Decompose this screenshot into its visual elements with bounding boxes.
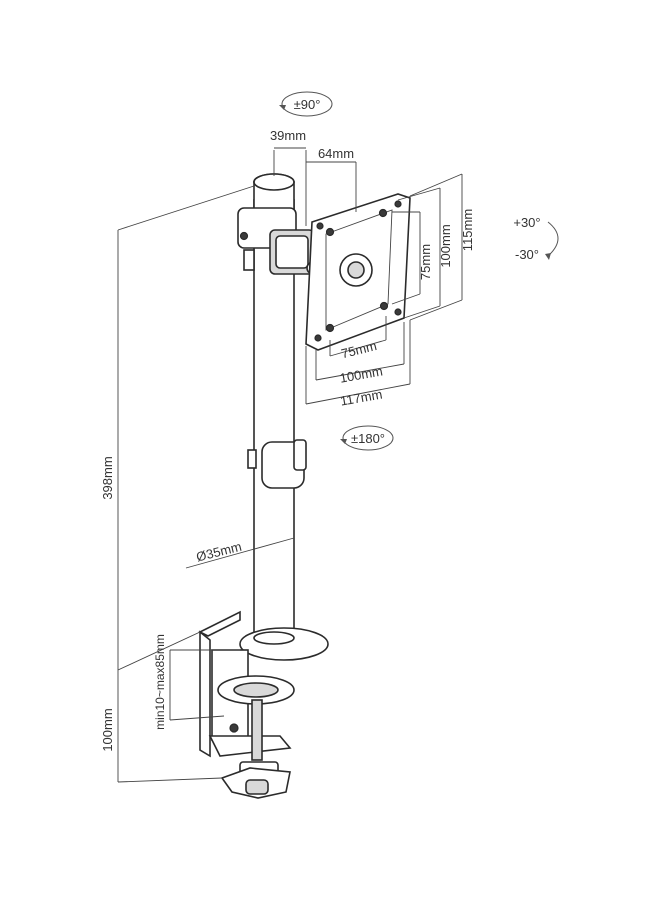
vesa-100-height-label: 100mm (438, 224, 453, 267)
rotation-180-label: ±180° (351, 431, 385, 446)
plate-height-label: 115mm (460, 209, 475, 251)
pole-height-label: 398mm (100, 456, 115, 499)
clamp-range-dimension: min10~max85mm (153, 634, 240, 730)
rotation-90-label: ±90° (294, 97, 321, 112)
vesa-75-height-label: 75mm (418, 244, 433, 280)
clamp-height-dimension: 100mm (100, 670, 223, 783)
tilt-down-label: -30° (515, 247, 539, 262)
plate-offset-label: 64mm (318, 146, 354, 161)
rotation-180-badge: ±180° (340, 425, 394, 451)
tilt-range: +30° -30° (513, 215, 559, 262)
vesa-plate (305, 193, 411, 351)
tilt-up-label: +30° (513, 215, 540, 230)
arm-offset-dimensions: 39mm 64mm (270, 128, 357, 226)
vesa-100-width-label: 100mm (339, 363, 384, 385)
pole (237, 173, 307, 651)
clamp-height-label: 100mm (100, 708, 115, 751)
plate-width-label: 117mm (339, 387, 383, 409)
pole-height-dimension: 398mm (100, 185, 255, 671)
desk-base (198, 610, 329, 758)
pole-to-plate-label: 39mm (270, 128, 306, 143)
clamp-range-label: min10~max85mm (153, 634, 167, 730)
vesa-75-width-label: 75mm (340, 338, 379, 361)
rotation-90-badge: ±90° (279, 91, 333, 117)
plate-height-dimensions: 75mm 100mm 115mm (391, 173, 475, 321)
pole-diameter-label: Ø35mm (195, 539, 243, 565)
desk-clamp (208, 649, 295, 799)
